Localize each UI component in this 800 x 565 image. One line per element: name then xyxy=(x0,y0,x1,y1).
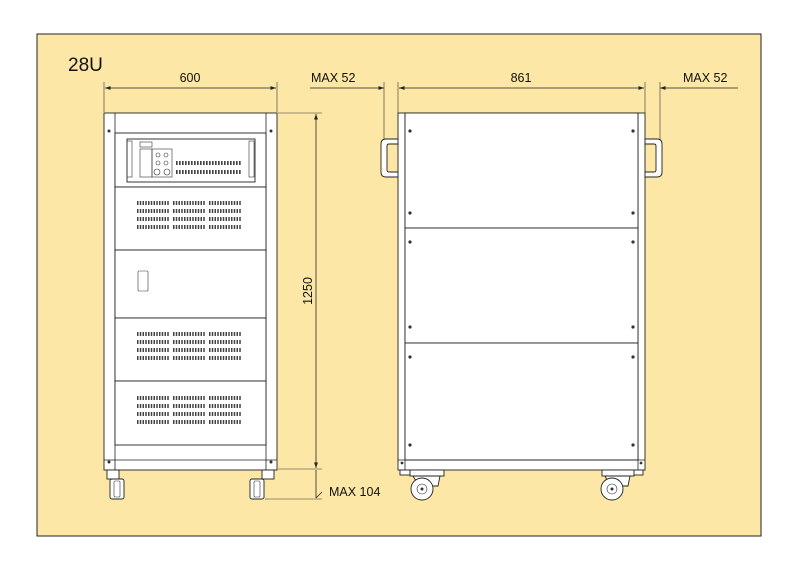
side-view: MAX 52 861 MAX 52 xyxy=(310,71,738,501)
side-panel-lower xyxy=(404,342,639,461)
handle-left xyxy=(380,138,399,178)
handle-right xyxy=(644,138,663,178)
vent-slots xyxy=(137,332,241,360)
front-leg-left xyxy=(106,469,120,480)
side-caster-right xyxy=(600,469,635,501)
blank-module-latch xyxy=(137,270,149,292)
front-view: 600 xyxy=(103,71,380,500)
caster-height-label: MAX 104 xyxy=(329,485,380,499)
side-panel-middle xyxy=(404,227,639,344)
front-leg-right xyxy=(261,469,275,480)
vent-slots xyxy=(137,201,241,229)
drawing-title: 28U xyxy=(68,55,103,76)
side-panel-upper xyxy=(404,112,639,229)
handle-left-label: MAX 52 xyxy=(311,71,356,85)
front-caster-right xyxy=(249,478,265,500)
blank-module xyxy=(114,249,267,319)
side-caster-left xyxy=(409,469,445,501)
front-width-label: 600 xyxy=(180,71,201,85)
side-depth-label: 861 xyxy=(511,71,532,85)
front-caster-left xyxy=(109,478,125,500)
control-panel-unit xyxy=(114,132,267,188)
front-height-label: 1250 xyxy=(301,277,315,305)
handle-right-label: MAX 52 xyxy=(683,71,728,85)
vent-slots xyxy=(137,396,241,424)
vent-slots xyxy=(176,161,241,174)
